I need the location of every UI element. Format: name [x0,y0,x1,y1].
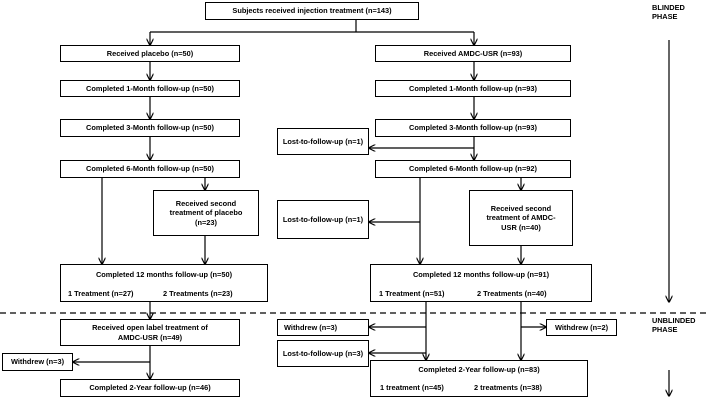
amdc-2-year-box: Completed 2-Year follow-up (n=83) 1 trea… [370,360,588,397]
amdc-second-treatment-box: Received second treatment of AMDC-USR (n… [469,190,573,246]
amdc-withdrew-2-box: Withdrew (n=2) [546,319,617,336]
placebo-12-months-box: Completed 12 months follow-up (n=50) 1 T… [60,264,268,302]
amdc-lost-to-follow-up-1b-box: Lost-to-follow-up (n=1) [277,200,369,239]
blinded-phase-label: BLINDED PHASE [652,3,685,22]
placebo-12-months-title: Completed 12 months follow-up (n=50) [95,270,233,280]
amdc-12-months-title: Completed 12 months follow-up (n=91) [412,270,550,280]
amdc-1-month-box: Completed 1-Month follow-up (n=93) [375,80,571,97]
placebo-second-treatment-box: Received second treatment of placebo (n=… [153,190,259,236]
unblinded-phase-label: UNBLINDED PHASE [652,316,696,335]
subjects-received-injection-box: Subjects received injection treatment (n… [205,2,419,20]
amdc-lost-to-follow-up-3-box: Lost-to-follow-up (n=3) [277,340,369,367]
received-placebo-box: Received placebo (n=50) [60,45,240,62]
amdc-2y-1-treatment-cell: 1 treatment (n=45) [380,382,444,392]
placebo-2-treatments-cell: 2 Treatments (n=23) [163,288,233,298]
placebo-2-year-box: Completed 2-Year follow-up (n=46) [60,379,240,397]
placebo-6-month-box: Completed 6-Month follow-up (n=50) [60,160,240,178]
placebo-withdrew-box: Withdrew (n=3) [2,353,73,371]
placebo-1-month-box: Completed 1-Month follow-up (n=50) [60,80,240,97]
received-amdc-usr-box: Received AMDC-USR (n=93) [375,45,571,62]
amdc-2-year-title: Completed 2-Year follow-up (n=83) [418,365,540,375]
placebo-1-treatment-cell: 1 Treatment (n=27) [68,288,134,298]
amdc-3-month-box: Completed 3-Month follow-up (n=93) [375,119,571,137]
open-label-treatment-box: Received open label treatment of AMDC-US… [60,319,240,346]
amdc-2y-2-treatments-cell: 2 treatments (n=38) [474,382,542,392]
amdc-lost-to-follow-up-1a-box: Lost-to-follow-up (n=1) [277,128,369,155]
amdc-withdrew-3-box: Withdrew (n=3) [277,319,369,336]
placebo-3-month-box: Completed 3-Month follow-up (n=50) [60,119,240,137]
amdc-1-treatment-cell: 1 Treatment (n=51) [379,288,445,298]
amdc-12-months-box: Completed 12 months follow-up (n=91) 1 T… [370,264,592,302]
amdc-2-treatments-cell: 2 Treatments (n=40) [477,288,547,298]
amdc-6-month-box: Completed 6-Month follow-up (n=92) [375,160,571,178]
